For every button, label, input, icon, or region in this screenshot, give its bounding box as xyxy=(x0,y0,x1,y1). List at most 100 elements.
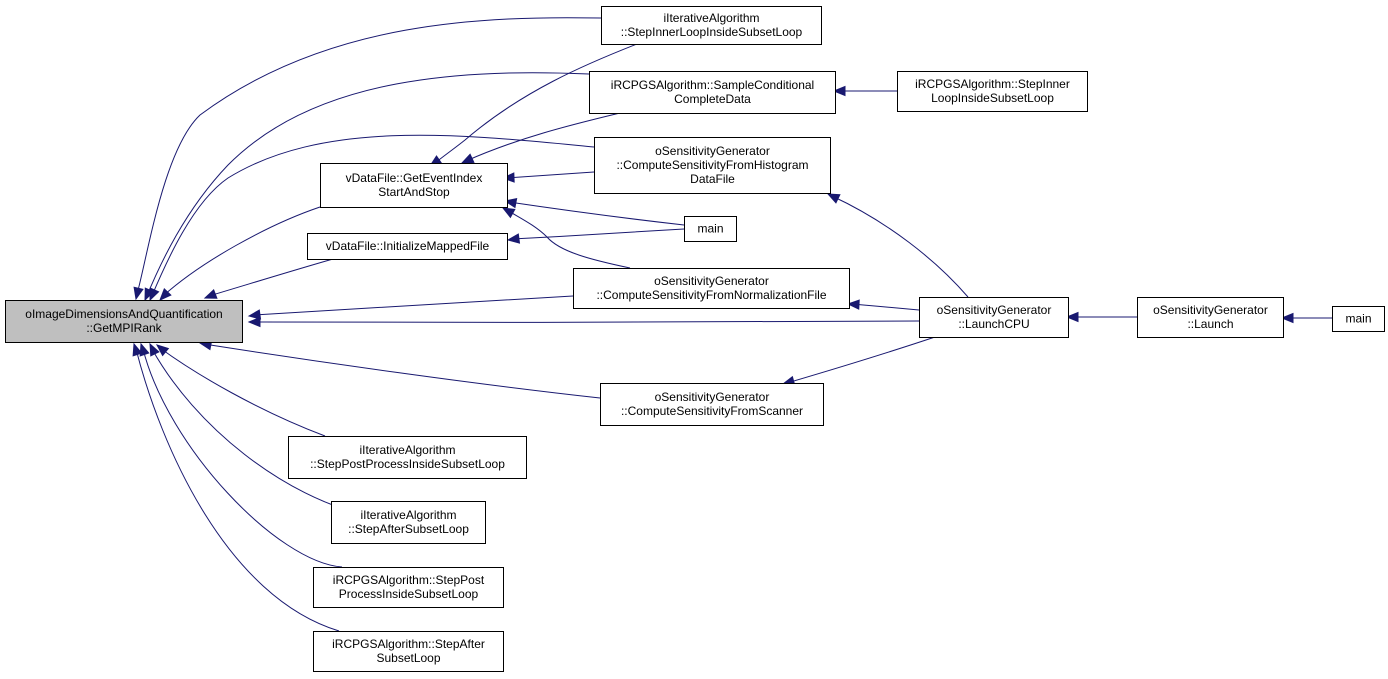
node-label-line: oSensitivityGenerator xyxy=(937,303,1052,317)
edge-n_vd_event-to-root xyxy=(159,206,321,301)
node-label-line: iRCPGSAlgorithm::StepAfter xyxy=(332,637,485,651)
arrowhead xyxy=(247,316,261,328)
arrowhead xyxy=(247,309,262,320)
node-label-line: oSensitivityGenerator xyxy=(655,144,770,158)
root-function-node[interactable]: oImageDimensionsAndQuantification::GetMP… xyxy=(5,300,243,343)
arrowhead xyxy=(460,153,475,164)
arrowhead xyxy=(155,344,170,357)
arrowhead xyxy=(159,288,172,301)
edge-n_sg_cpu-to-n_sg_norm xyxy=(846,299,920,311)
node-box xyxy=(589,71,836,114)
node-label-line: ::StepPostProcessInsideSubsetLoop xyxy=(310,457,505,471)
node-box xyxy=(1332,306,1385,332)
node-label-line: ::LaunchCPU xyxy=(958,317,1029,331)
edge-n_ia_post-to-root xyxy=(155,344,326,437)
node-label-line: iRCPGSAlgorithm::SampleConditional xyxy=(611,78,814,92)
node-label-line: iIterativeAlgorithm xyxy=(663,11,759,25)
node-box xyxy=(573,268,850,309)
node-box xyxy=(601,6,822,45)
arrowhead xyxy=(501,172,515,183)
node-label-line: vDataFile::InitializeMappedFile xyxy=(326,239,490,253)
node-label-line: ::ComputeSensitivityFromHistogram xyxy=(616,158,808,172)
edge-n_ia_inner-to-root xyxy=(133,17,602,301)
function-node[interactable]: oSensitivityGenerator::ComputeSensitivit… xyxy=(573,268,850,309)
function-node[interactable]: iIterativeAlgorithm::StepPostProcessInsi… xyxy=(288,436,527,479)
node-box xyxy=(313,567,504,608)
edge-n_rc_inner-to-n_rc_sample xyxy=(832,85,897,97)
function-node[interactable]: oSensitivityGenerator::LaunchCPU xyxy=(919,297,1069,338)
edge-n_sg_hist-to-n_vd_event xyxy=(501,171,595,183)
function-node[interactable]: vDataFile::InitializeMappedFile xyxy=(307,233,508,260)
node-label-line: ::StepAfterSubsetLoop xyxy=(348,522,469,536)
arrowhead xyxy=(139,342,150,357)
function-node[interactable]: oSensitivityGenerator::ComputeSensitivit… xyxy=(600,383,824,426)
node-label-line: oImageDimensionsAndQuantification xyxy=(25,307,222,321)
edge-n_sg_scan-to-root xyxy=(198,340,601,399)
function-node[interactable]: main xyxy=(1332,306,1385,332)
edge-n_sg_cpu-to-n_sg_hist xyxy=(826,193,969,298)
node-label-line: main xyxy=(697,222,723,236)
arrowhead xyxy=(203,289,218,299)
arrowhead xyxy=(149,287,160,302)
function-node[interactable]: iIterativeAlgorithm::StepAfterSubsetLoop xyxy=(331,501,486,544)
node-box xyxy=(684,216,737,242)
arrowhead xyxy=(149,342,160,357)
edge-n_main2-to-n_sg_launch xyxy=(1280,312,1332,324)
edge-n_sg_hist-to-root xyxy=(149,134,595,302)
edge-n_rc_sample-to-n_vd_event xyxy=(460,112,621,164)
function-node[interactable]: iRCPGSAlgorithm::SampleConditionalComple… xyxy=(589,71,836,114)
node-box xyxy=(320,163,508,208)
node-label-line: StartAndStop xyxy=(378,185,450,199)
edge-n_sg_launch-to-n_sg_cpu xyxy=(1065,311,1137,323)
node-label-line: iIterativeAlgorithm xyxy=(360,508,456,522)
arrowhead xyxy=(133,286,144,301)
arrowhead xyxy=(1065,311,1079,323)
node-label-line: oSensitivityGenerator xyxy=(654,274,769,288)
function-node[interactable]: oSensitivityGenerator::ComputeSensitivit… xyxy=(594,137,831,194)
function-node[interactable]: iRCPGSAlgorithm::StepPostProcessInsideSu… xyxy=(313,567,504,608)
node-label-line: DataFile xyxy=(690,172,735,186)
node-box xyxy=(594,137,831,194)
node-label-line: CompleteData xyxy=(674,92,751,106)
node-label-line: ProcessInsideSubsetLoop xyxy=(339,587,479,601)
function-node[interactable]: iIterativeAlgorithm::StepInnerLoopInside… xyxy=(601,6,822,45)
edge-n_ia_after-to-root xyxy=(149,342,370,517)
arrowhead xyxy=(826,193,841,204)
node-box xyxy=(307,233,508,260)
node-label-line: SubsetLoop xyxy=(376,651,440,665)
edges-layer xyxy=(132,17,1332,632)
function-node[interactable]: oSensitivityGenerator::Launch xyxy=(1137,297,1284,338)
nodes-layer: oImageDimensionsAndQuantification::GetMP… xyxy=(5,6,1385,672)
arrowhead xyxy=(501,207,516,219)
node-label-line: main xyxy=(1345,312,1371,326)
edge-n_main1-to-n_vd_init xyxy=(506,228,685,244)
node-label-line: LoopInsideSubsetLoop xyxy=(931,91,1054,105)
node-label-line: iIterativeAlgorithm xyxy=(359,443,455,457)
edge-n_vd_init-to-root xyxy=(203,258,334,299)
function-node[interactable]: iRCPGSAlgorithm::StepAfterSubsetLoop xyxy=(313,631,504,672)
node-label-line: vDataFile::GetEventIndex xyxy=(346,171,483,185)
node-box xyxy=(5,300,243,343)
arrowhead xyxy=(1280,312,1294,324)
node-label-line: ::ComputeSensitivityFromNormalizationFil… xyxy=(596,288,826,302)
arrowhead xyxy=(506,233,521,244)
edge-n_main1-to-n_vd_event xyxy=(503,197,685,226)
node-box xyxy=(1137,297,1284,338)
node-box xyxy=(897,71,1088,112)
edge-n_rc_post-to-root xyxy=(139,342,343,568)
node-box xyxy=(600,383,824,426)
arrowhead xyxy=(132,342,143,357)
function-node[interactable]: iRCPGSAlgorithm::StepInnerLoopInsideSubs… xyxy=(897,71,1088,112)
node-label-line: oSensitivityGenerator xyxy=(655,390,770,404)
edge-n_sg_cpu-to-n_sg_scan xyxy=(781,336,936,386)
node-box xyxy=(313,631,504,672)
edge-n_sg_cpu-to-root xyxy=(247,316,920,328)
node-label-line: iRCPGSAlgorithm::StepPost xyxy=(333,573,485,587)
node-label-line: ::StepInnerLoopInsideSubsetLoop xyxy=(621,25,803,39)
node-label-line: ::ComputeSensitivityFromScanner xyxy=(621,404,803,418)
node-box xyxy=(288,436,527,479)
function-node[interactable]: main xyxy=(684,216,737,242)
node-box xyxy=(919,297,1069,338)
